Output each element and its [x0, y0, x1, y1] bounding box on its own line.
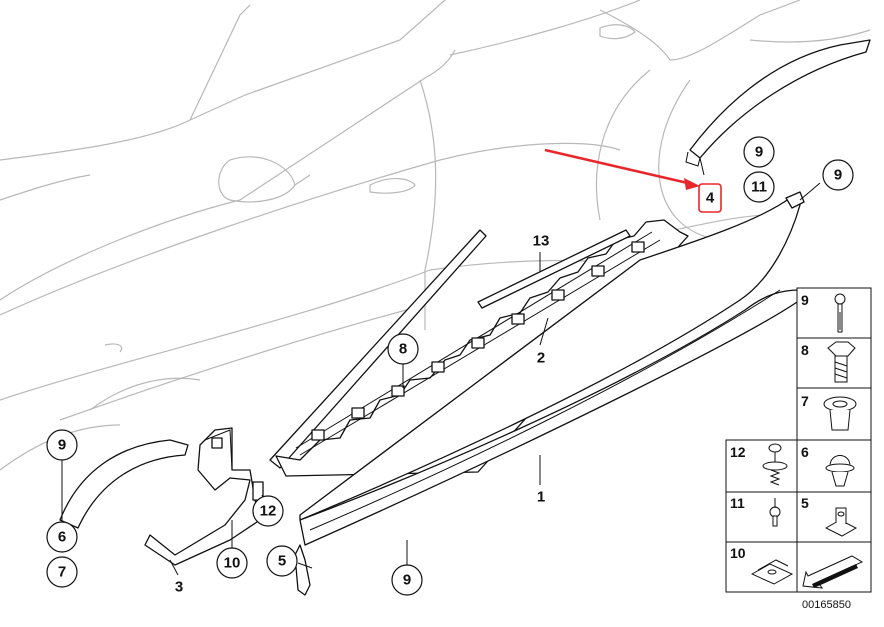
svg-text:12: 12 [730, 444, 746, 460]
legend-item-12: 12 [730, 443, 788, 486]
svg-text:7: 7 [801, 393, 809, 409]
callout-6: 6 [46, 521, 78, 553]
svg-text:5: 5 [801, 495, 809, 511]
svg-text:10: 10 [224, 555, 241, 572]
legend-item-10: 10 [730, 545, 794, 585]
push-clip-spring-icon [762, 443, 788, 486]
svg-text:8: 8 [801, 342, 809, 358]
callout-9-skirt-end: 9 [822, 159, 854, 191]
legend-item-9: 9 [801, 292, 846, 333]
callout-2: 2 [537, 350, 545, 367]
svg-text:9: 9 [58, 437, 66, 454]
legend-item-11: 11 [730, 495, 781, 527]
callout-9-rear-arch: 9 [743, 136, 775, 168]
svg-text:11: 11 [730, 495, 745, 511]
highlight-arrow [544, 148, 700, 190]
clip-nut-icon [824, 507, 858, 537]
legend-item-arrow [802, 555, 864, 589]
legend-item-8: 8 [801, 341, 856, 383]
svg-text:1: 1 [537, 489, 545, 506]
svg-text:12: 12 [260, 503, 277, 520]
svg-text:9: 9 [755, 144, 763, 161]
hex-bolt-icon [827, 341, 856, 383]
callout-3: 3 [175, 579, 183, 596]
svg-text:11: 11 [751, 179, 767, 196]
svg-text:13: 13 [533, 233, 550, 250]
svg-text:2: 2 [537, 350, 545, 367]
blind-rivet-icon [834, 293, 846, 333]
svg-text:9: 9 [834, 167, 842, 184]
rivet-icon [769, 498, 781, 527]
seal-strip [477, 229, 631, 309]
svg-text:6: 6 [801, 444, 809, 460]
callout-7: 7 [46, 556, 78, 588]
svg-text:8: 8 [399, 341, 407, 358]
front-arch-trim [59, 427, 264, 566]
document-number: 00165850 [802, 599, 851, 611]
svg-text:7: 7 [58, 564, 66, 581]
svg-text:10: 10 [730, 545, 746, 561]
svg-text:5: 5 [278, 553, 286, 570]
callout-1: 1 [537, 489, 545, 506]
speed-nut-icon [750, 559, 794, 585]
callout-5: 5 [266, 545, 298, 577]
svg-text:6: 6 [58, 529, 66, 546]
rear-arch-trim [685, 39, 871, 167]
callout-11: 11 [743, 171, 775, 203]
svg-text:9: 9 [801, 292, 809, 308]
callout-13: 13 [533, 233, 550, 250]
callout-10: 10 [216, 547, 248, 579]
side-skirt [294, 191, 805, 596]
svg-text:4: 4 [706, 190, 715, 207]
callout-12: 12 [252, 495, 284, 527]
expanding-rivet-icon [825, 455, 855, 487]
car-body-outline [0, 0, 871, 471]
expanding-nut-icon [823, 396, 857, 431]
callout-8: 8 [387, 333, 419, 365]
direction-arrow-icon [802, 555, 864, 589]
svg-text:3: 3 [175, 579, 183, 596]
callout-4: 4 [698, 183, 722, 213]
callout-9-front-arch: 9 [46, 429, 78, 461]
sill-support-bracket [269, 219, 689, 477]
legend-item-7: 7 [801, 393, 857, 431]
callout-9-skirt: 9 [391, 564, 423, 596]
legend-item-5: 5 [801, 495, 858, 537]
svg-text:9: 9 [403, 572, 411, 589]
fastener-legend: 9 8 7 [725, 287, 872, 593]
legend-item-6: 6 [801, 444, 855, 487]
